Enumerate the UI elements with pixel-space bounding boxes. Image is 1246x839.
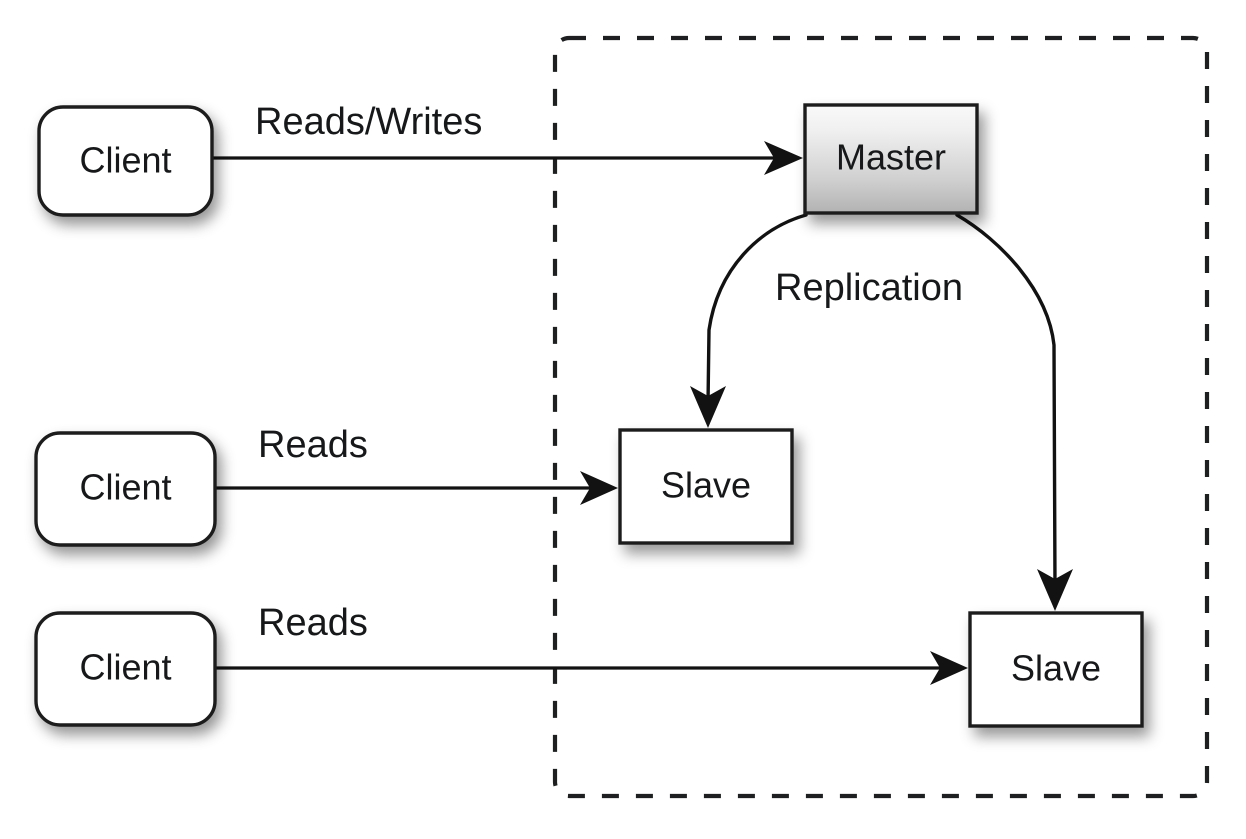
node-slave-1[interactable]: Slave	[618, 428, 794, 545]
edge-client3-slave2	[215, 651, 968, 685]
master-shape[interactable]	[803, 103, 979, 215]
slave-1-label: Slave	[661, 465, 751, 506]
client-2-label: Client	[79, 467, 171, 508]
edge-client1-master	[212, 141, 803, 175]
edge-label-replication: Replication	[775, 267, 963, 309]
slave-2-label: Slave	[1011, 648, 1101, 689]
node-client-2[interactable]: Client	[34, 431, 217, 547]
master-label: Master	[836, 137, 946, 178]
client-3-shape[interactable]	[34, 611, 217, 727]
edge-master-slave2-curve	[955, 213, 1057, 590]
edge-master-slave2	[955, 213, 1073, 611]
edge-label-reads-slave2: Reads	[258, 602, 368, 644]
node-client-3[interactable]: Client	[34, 611, 217, 727]
node-master[interactable]: Master	[803, 103, 979, 215]
edge-label-reads-writes: Reads/Writes	[255, 101, 482, 143]
client-2-shape[interactable]	[34, 431, 217, 547]
edge-master-slave1	[690, 213, 808, 428]
server-boundary-box	[552, 35, 1210, 799]
slave-1-shape[interactable]	[618, 428, 794, 545]
client-3-label: Client	[79, 647, 171, 688]
edge-master-slave2-arrowhead	[1037, 569, 1073, 611]
edge-master-slave1-arrowhead	[690, 386, 726, 428]
client-1-shape[interactable]	[37, 105, 214, 217]
node-slave-2[interactable]: Slave	[968, 611, 1144, 728]
edge-client1-master-arrowhead	[764, 141, 803, 175]
slave-2-shape[interactable]	[968, 611, 1144, 728]
edge-label-reads-slave1: Reads	[258, 424, 368, 466]
client-1-label: Client	[79, 140, 171, 181]
edge-client2-slave1	[215, 471, 618, 505]
edge-client3-slave2-arrowhead	[930, 651, 968, 685]
node-client-1[interactable]: Client	[37, 105, 214, 217]
edge-master-slave1-curve	[706, 213, 808, 406]
edge-client2-slave1-arrowhead	[580, 471, 618, 505]
